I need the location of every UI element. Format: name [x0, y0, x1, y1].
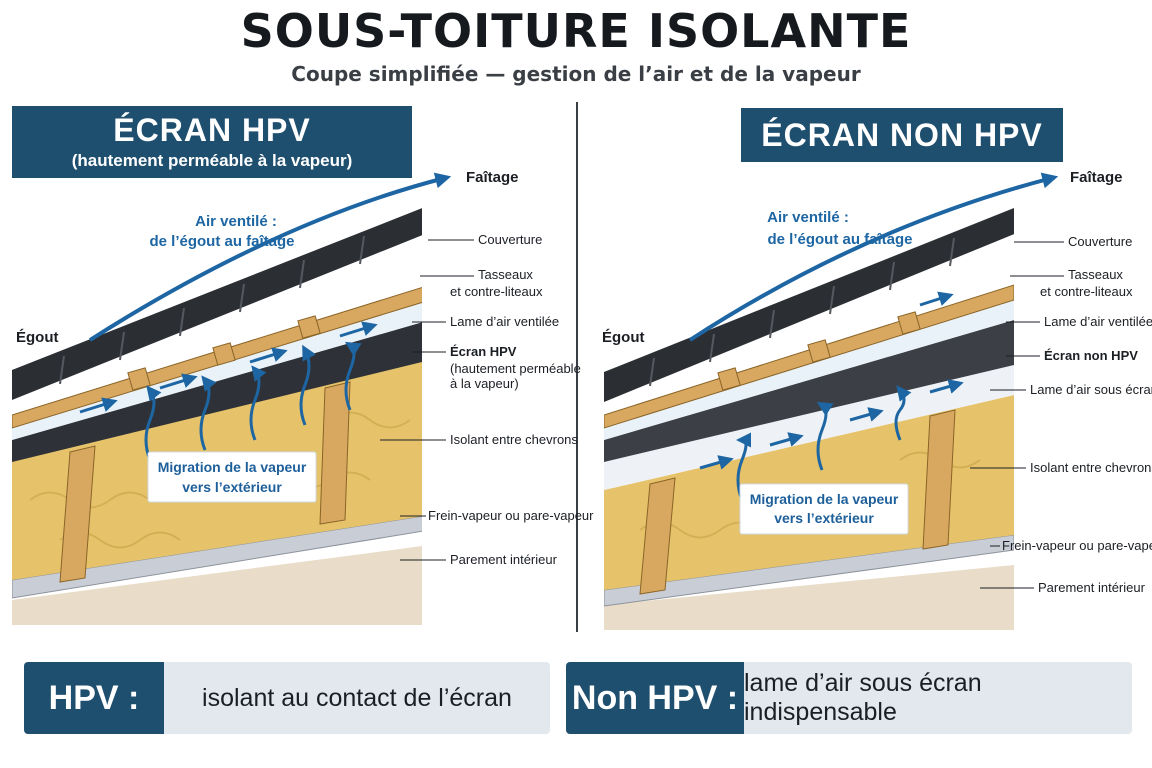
non-hpv-layers — [604, 208, 1014, 630]
migration-label-line2: vers l’extérieur — [774, 510, 874, 526]
vapour-arrows — [736, 385, 912, 501]
label-ecran-hpv: Écran HPV — [450, 344, 517, 359]
faitage-label: Faîtage — [1070, 169, 1123, 186]
label-contre-liteaux: et contre-liteaux — [1040, 284, 1133, 299]
migration-label-line1: Migration de la vapeur — [158, 459, 307, 475]
air-ventilation-arrow — [688, 172, 1059, 342]
air-label-line2: de l’égout au faîtage — [149, 233, 294, 250]
non-hpv-summary-text: lame d’air sous écran indispensable — [744, 669, 982, 726]
label-frein-vapeur: Frein-vapeur ou pare-vapeur — [428, 508, 594, 523]
rafter — [922, 409, 956, 550]
batten — [717, 367, 741, 391]
egout-label: Égout — [16, 329, 59, 346]
label-parement: Parement intérieur — [450, 552, 558, 567]
frein-vapeur-layer — [12, 515, 422, 599]
label-couverture: Couverture — [478, 232, 542, 247]
rafter — [59, 445, 96, 583]
hpv-heading-subtitle: (hautement perméable à la vapeur) — [71, 151, 353, 170]
label-ecran-non-hpv: Écran non HPV — [1044, 348, 1138, 363]
page-subtitle: Coupe simplifiée — gestion de l’air et d… — [291, 62, 861, 86]
label-lame-sous-ecran: Lame d’air sous écran — [1030, 382, 1152, 397]
label-ecran-sub1: (hautement perméable — [450, 361, 581, 376]
label-isolant: Isolant entre chevrons — [450, 432, 578, 447]
air-label-line2: de l’égout au faîtage — [767, 231, 912, 248]
air-label-line1: Air ventilé : — [195, 213, 277, 230]
hpv-heading-title: ÉCRAN HPV — [113, 112, 311, 148]
egout-label: Égout — [602, 329, 645, 346]
rafter — [319, 381, 351, 525]
hpv-summary-key: HPV : — [24, 662, 164, 734]
hpv-screen-layer — [12, 322, 422, 462]
callout-lines — [970, 241, 1064, 589]
non-hpv-screen-layer — [604, 320, 1014, 462]
vapour-arrows — [144, 341, 362, 461]
roof-tiles — [12, 208, 422, 400]
migration-label-line1: Migration de la vapeur — [750, 491, 899, 507]
callout-lines — [380, 239, 474, 561]
label-lame-air: Lame d’air ventilée — [450, 314, 559, 329]
non-hpv-summary-key: Non HPV : — [566, 662, 744, 734]
batten — [297, 315, 321, 339]
page-title: SOUS-TOITURE ISOLANTE — [240, 4, 912, 58]
non-hpv-heading: ÉCRAN NON HPV — [741, 108, 1063, 162]
label-tasseaux: Tasseaux — [478, 267, 533, 282]
hpv-summary-text: isolant au contact de l’écran — [202, 683, 512, 712]
rafter — [639, 477, 676, 595]
label-ecran-sub2: à la vapeur) — [450, 376, 519, 391]
migration-label-box — [147, 451, 317, 503]
panel-divider — [576, 102, 578, 632]
batten — [212, 342, 236, 366]
hpv-layers — [12, 208, 422, 625]
parement-layer — [12, 546, 422, 625]
air-gap-under-screen — [604, 365, 1014, 490]
label-lame-air: Lame d’air ventilée — [1044, 314, 1152, 329]
non-hpv-summary: Non HPV : lame d’air sous écran indispen… — [566, 662, 1132, 734]
air-label-line1: Air ventilé : — [767, 209, 849, 226]
hpv-heading: ÉCRAN HPV (hautement perméable à la vape… — [12, 106, 412, 178]
migration-label-box — [739, 483, 909, 535]
batten — [807, 339, 831, 363]
label-couverture: Couverture — [1068, 234, 1132, 249]
label-isolant: Isolant entre chevrons — [1030, 460, 1152, 475]
air-flow-arrows — [79, 321, 378, 414]
air-ventilation-arrow — [88, 172, 452, 342]
label-frein-vapeur: Frein-vapeur ou pare-vapeur — [1002, 538, 1152, 553]
roof-tiles — [604, 208, 1014, 402]
parement-layer — [604, 565, 1014, 630]
label-parement: Parement intérieur — [1038, 580, 1146, 595]
ventilated-air-gap — [604, 300, 1014, 440]
faitage-label: Faîtage — [466, 169, 519, 186]
air-flow-arrows — [699, 291, 964, 470]
hpv-summary: HPV : isolant au contact de l’écran — [24, 662, 550, 734]
label-tasseaux: Tasseaux — [1068, 267, 1123, 282]
batten — [127, 367, 151, 391]
label-contre-liteaux: et contre-liteaux — [450, 284, 543, 299]
migration-label-line2: vers l’extérieur — [182, 479, 282, 495]
batten — [897, 311, 921, 335]
